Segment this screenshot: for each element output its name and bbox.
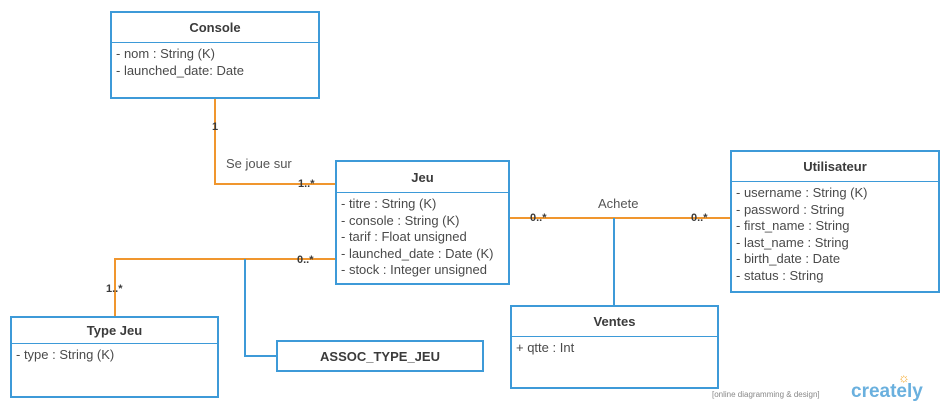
class-jeu-title: Jeu (337, 162, 508, 193)
class-utilisateur[interactable]: Utilisateur - username : String (K) - pa… (730, 150, 940, 293)
attribute: - console : String (K) (341, 212, 460, 228)
line-association-assoc-type-jeu (244, 259, 276, 357)
relation-label-achete: Achete (598, 196, 639, 211)
class-ventes-title: Ventes (512, 307, 717, 337)
class-type-jeu[interactable]: Type Jeu - type : String (K) (10, 316, 219, 398)
multiplicity-console: 1 (212, 121, 219, 133)
attribute: - tarif : Float unsigned (341, 229, 467, 245)
class-type-jeu-attributes: - type : String (K) (12, 344, 217, 367)
attribute: - password : String (736, 201, 845, 217)
sun-icon: ☼ (898, 370, 910, 385)
line-console-jeu (214, 99, 335, 185)
attribute: - birth_date : Date (736, 251, 841, 267)
attribute: - type : String (K) (16, 347, 115, 362)
class-console-title: Console (112, 13, 318, 43)
assoc-type-jeu[interactable]: ASSOC_TYPE_JEU (276, 340, 484, 372)
class-ventes-attributes: + qtte : Int (512, 337, 717, 360)
attribute: - launched_date : Date (K) (341, 245, 494, 261)
attribute: - titre : String (K) (341, 196, 437, 211)
class-utilisateur-title: Utilisateur (732, 152, 938, 182)
class-console-attributes: - nom : String (K) - launched_date: Date (112, 43, 318, 82)
attribute: - status : String (736, 267, 824, 283)
attribute: - stock : Integer unsigned (341, 262, 487, 278)
multiplicity-jeu-type: 0..* (297, 254, 314, 266)
attribute: - nom : String (K) (116, 46, 215, 61)
class-utilisateur-attributes: - username : String (K) - password : Str… (732, 182, 938, 288)
class-jeu[interactable]: Jeu - titre : String (K) - console : Str… (335, 160, 510, 285)
line-jeu-typejeu (114, 258, 335, 316)
class-ventes[interactable]: Ventes + qtte : Int (510, 305, 719, 389)
attribute: - launched_date: Date (116, 62, 244, 78)
creately-logo: creately (851, 381, 923, 402)
multiplicity-jeu-achete: 0..* (530, 212, 547, 224)
attribute: - username : String (K) (736, 185, 868, 200)
relation-label-se-joue-sur: Se joue sur (226, 156, 292, 171)
attribute: - last_name : String (736, 234, 849, 250)
footer-caption: [online diagramming & design] (712, 390, 820, 399)
class-jeu-attributes: - titre : String (K) - console : String … (337, 193, 508, 282)
attribute: + qtte : Int (516, 340, 575, 355)
class-type-jeu-title: Type Jeu (12, 318, 217, 344)
class-console[interactable]: Console - nom : String (K) - launched_da… (110, 11, 320, 99)
multiplicity-utilisateur: 0..* (691, 212, 708, 224)
multiplicity-type-jeu: 1..* (106, 283, 123, 295)
multiplicity-jeu-console: 1..* (298, 178, 315, 190)
attribute: - first_name : String (736, 218, 850, 234)
